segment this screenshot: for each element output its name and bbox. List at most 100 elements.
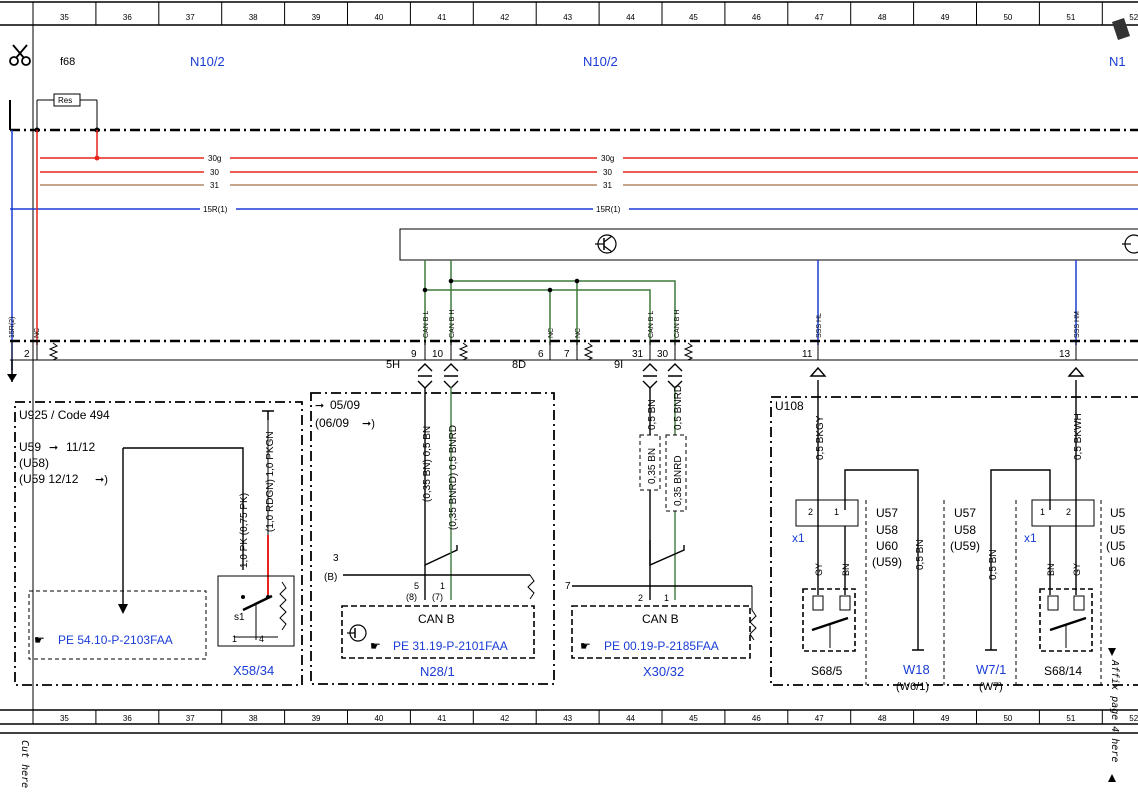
u108-x1-right: x1 (1024, 531, 1037, 545)
bottom-ruler-number: 51 (1066, 714, 1075, 723)
n28-transistor-icon (347, 624, 367, 642)
hand-pointer-icon: ☛ (580, 639, 591, 653)
u108-variant-a-4: (U59) (872, 555, 902, 569)
x30-conn-num: 7 (565, 581, 571, 592)
arrow-down-icon (7, 360, 17, 382)
signal-can-b-h-9i: CAN B H (674, 310, 681, 338)
bottom-ruler-number: 36 (123, 714, 132, 723)
pin-9: 9 (411, 349, 417, 360)
ground-w18: W18 (903, 662, 930, 677)
n28-pin-b: 1 (440, 581, 445, 591)
bus-label-30-center: 30 (603, 168, 612, 177)
ground-w18-alt: (W6/1) (896, 681, 929, 693)
top-ruler-number: 36 (123, 13, 132, 22)
signal-sss-hm: SSS HM (1074, 311, 1081, 338)
cut-here-label: Cut here (19, 740, 30, 788)
pin-11: 11 (802, 349, 813, 360)
x30-bus-name: CAN B (642, 612, 679, 626)
ref-link-pe3119[interactable]: PE 31.19-P-2101FAA (393, 639, 508, 653)
box-u108: U108 0,5 BKGY 0,5 BN 2 1 x1 GY BN S68/5 … (770, 380, 1138, 693)
u925-switch-label: s1 (234, 612, 245, 623)
bus-label-31-left: 31 (210, 181, 219, 190)
affix-arrow-bottom-icon (1108, 774, 1116, 782)
x30-pin-b: 1 (664, 593, 669, 603)
n28-date-top: 05/09 (330, 398, 360, 412)
u108-color-gy-left: GY (814, 563, 824, 576)
ref-link-pe5410[interactable]: PE 54.10-P-2103FAA (58, 633, 173, 647)
label-5h: 5H (386, 359, 400, 371)
bus-lines: 30g 30g 30 30 31 31 15R(1) 15R(1) (10, 130, 1138, 214)
hand-pointer-icon: ☛ (370, 639, 381, 653)
u925-wire-a: 1,0 PK (0,75 PK) (239, 493, 250, 568)
bottom-ruler-number: 49 (941, 714, 950, 723)
bottom-ruler-number: 35 (60, 714, 69, 723)
u108-pin-right-2: 2 (1066, 507, 1071, 517)
module-label-left: N10/2 (190, 54, 225, 69)
bottom-ruler-number: 42 (500, 714, 509, 723)
bottom-ruler-number: 47 (815, 714, 824, 723)
u108-pin-left-1: 1 (834, 507, 839, 517)
u925-line3: (U59 12/12 (19, 472, 79, 486)
ground-w7-1: W7/1 (976, 662, 1006, 677)
signal-nc-8d-b: NC (575, 328, 582, 338)
fuse-label: f68 (60, 56, 75, 68)
pin-label-15r2: 15R(2) (9, 317, 16, 338)
u108-variant-a-1: U57 (876, 506, 898, 520)
pin-6: 6 (538, 349, 544, 360)
signal-can-b-h-5h: CAN B H (449, 310, 456, 338)
u925-pin-a: 1 (232, 634, 237, 644)
signal-sss-hl: SSS HL (816, 313, 823, 338)
bottom-ruler-number: 44 (626, 714, 635, 723)
bottom-ruler-number: 37 (186, 714, 195, 723)
pin-30: 30 (657, 349, 669, 360)
n28-pin-a: 5 (414, 581, 419, 591)
top-ruler-number: 44 (626, 13, 635, 22)
top-ruler-number: 37 (186, 13, 195, 22)
module-label-right: N1 (1109, 54, 1126, 69)
signal-can-b-l-5h: CAN B L (423, 311, 430, 338)
signal-can-b-l-9i: CAN B L (648, 311, 655, 338)
u108-wire-right: 0,5 BKWH (1073, 413, 1084, 460)
component-x30-32: X30/32 (643, 664, 684, 679)
u925-arrow1: ➞ (49, 442, 58, 454)
n28-arrow-bottom: ➞) (362, 418, 375, 430)
bus-label-30g-left: 30g (208, 154, 221, 163)
bottom-ruler-number: 46 (752, 714, 761, 723)
u108-wire-w18: 0,5 BN (915, 539, 926, 570)
u925-line2: (U58) (19, 456, 49, 470)
bus-label-15r-center: 15R(1) (596, 205, 621, 214)
u925-title: U925 / Code 494 (19, 408, 110, 422)
u108-variant-c-1: U5 (1110, 506, 1126, 520)
n28-wire-a: (0,35 BN) 0,5 BN (422, 426, 433, 502)
u108-variant-b-2: U58 (954, 523, 976, 537)
top-ruler-number: 48 (878, 13, 887, 22)
bus-label-30g-center: 30g (601, 154, 614, 163)
hand-pointer-icon: ☛ (34, 633, 45, 647)
top-ruler-number: 42 (500, 13, 509, 22)
u925-wire-b: (1,0 RDGN) 1,0 PKGN (265, 431, 276, 532)
x30-wire-b: 0,5 BNRD (673, 385, 684, 430)
u108-title: U108 (775, 399, 804, 413)
connector-pins: 2 5H 9 10 8D 6 7 9I 31 30 11 13 (24, 349, 1071, 371)
ref-link-pe0019[interactable]: PE 00.19-P-2185FAA (604, 639, 719, 653)
top-ruler-number: 38 (249, 13, 258, 22)
u108-variant-a-2: U58 (876, 523, 898, 537)
label-9i: 9I (614, 359, 623, 371)
n28-conn-num: 3 (333, 553, 339, 564)
affix-page-label: Affix page 4 here (1109, 659, 1120, 762)
top-ruler-number: 50 (1003, 13, 1012, 22)
transistor-icon-partial (1122, 234, 1138, 254)
signal-nc-8d-a: NC (548, 328, 555, 338)
box-u925: U925 / Code 494 U59 ➞ 11/12 (U58) (U59 1… (14, 401, 303, 686)
connector-signal-labels: CAN B L CAN B H NC NC CAN B L CAN B H SS… (423, 310, 1081, 338)
top-ruler-number: 40 (374, 13, 383, 22)
n28-arrow-top: ➞ (315, 400, 324, 412)
u925-pin-b: 4 (259, 634, 264, 644)
u108-color-bn-left: BN (841, 563, 851, 576)
n28-pin-b-alt: (7) (432, 592, 443, 602)
top-ruler-number: 39 (312, 13, 321, 22)
top-ruler-number: 35 (60, 13, 69, 22)
bottom-ruler-number: 50 (1003, 714, 1012, 723)
